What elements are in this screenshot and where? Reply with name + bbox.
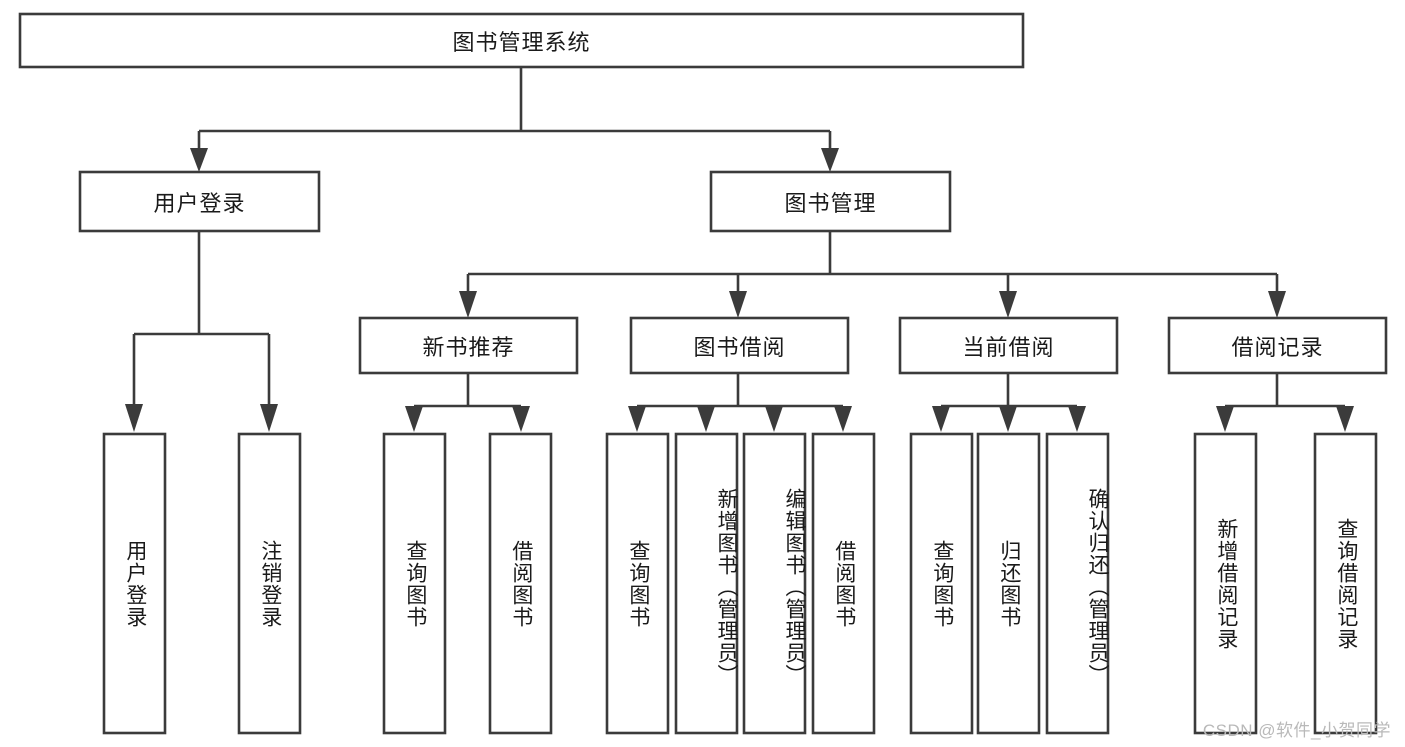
node-leaf-user-login[interactable]	[102, 432, 167, 735]
node-book-management[interactable]	[709, 170, 952, 233]
arrow-icon-to-user-login	[190, 148, 208, 172]
arrow-icon-current-borrow-leaf-3	[1068, 406, 1086, 432]
arrow-icon-book-borrow-leaf-4	[834, 406, 852, 432]
arrow-icon-book-borrow-leaf-2	[697, 406, 715, 432]
arrow-icon-to-book-borrow	[729, 291, 747, 318]
node-leaf-query-borrow-record[interactable]	[1313, 432, 1378, 735]
csdn-watermark: CSDN @软件_小贺同学	[1202, 721, 1391, 740]
arrow-icon-borrow-record-leaf-2	[1336, 406, 1354, 432]
node-leaf-add-borrow-record[interactable]	[1193, 432, 1258, 735]
arrow-icon-book-borrow-leaf-1	[628, 406, 646, 432]
node-leaf-add-book-admin[interactable]	[674, 432, 739, 735]
node-leaf-edit-book-admin[interactable]	[742, 432, 807, 735]
node-new-book-recommend[interactable]	[358, 316, 579, 375]
arrow-icon-to-new-book-recommend	[459, 291, 477, 318]
arrow-icon-book-borrow-leaf-3	[765, 406, 783, 432]
node-leaf-return-book[interactable]	[976, 432, 1041, 735]
arrow-icon-new-book-leaf-2	[512, 406, 530, 432]
node-leaf-logout[interactable]	[237, 432, 302, 735]
node-borrow-record[interactable]	[1167, 316, 1388, 375]
arrow-icon-user-login-leaf-2	[260, 404, 278, 432]
arrow-icon-to-book-management	[821, 148, 839, 172]
arrow-icon-current-borrow-leaf-2	[999, 406, 1017, 432]
arrow-icon-current-borrow-leaf-1	[932, 406, 950, 432]
node-book-borrow[interactable]	[629, 316, 850, 375]
arrow-icon-new-book-leaf-1	[405, 406, 423, 432]
node-root-book-management-system[interactable]	[18, 12, 1025, 69]
arrow-icon-user-login-leaf-1	[125, 404, 143, 432]
node-leaf-confirm-return-admin[interactable]	[1045, 432, 1110, 735]
node-leaf-query-book-nb[interactable]	[382, 432, 447, 735]
node-leaf-borrow-book-bb[interactable]	[811, 432, 876, 735]
node-leaf-query-book-bb[interactable]	[605, 432, 670, 735]
node-current-borrow[interactable]	[898, 316, 1119, 375]
node-user-login[interactable]	[78, 170, 321, 233]
arrow-icon-borrow-record-leaf-1	[1216, 406, 1234, 432]
arrow-icon-to-current-borrow	[999, 291, 1017, 318]
arrow-icon-to-borrow-record	[1268, 291, 1286, 318]
node-leaf-borrow-book-nb[interactable]	[488, 432, 553, 735]
node-leaf-query-book-cb[interactable]	[909, 432, 974, 735]
